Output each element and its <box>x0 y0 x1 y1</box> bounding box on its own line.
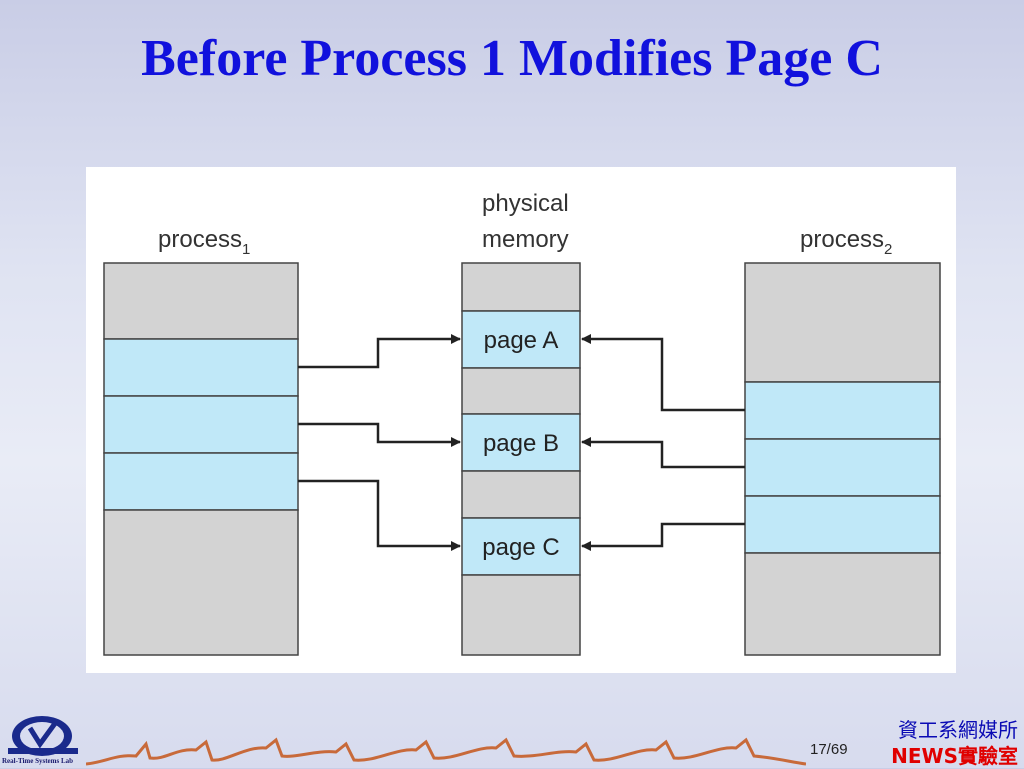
process2-unused-block <box>744 552 941 656</box>
memory-page-c <box>461 517 581 576</box>
process2-page-b-entry <box>744 438 941 497</box>
process1-label: process1 <box>158 226 250 258</box>
physical-memory-label-line2: memory <box>482 226 569 253</box>
arrow-p2-to-page-a <box>581 334 745 412</box>
process1-unused-block <box>103 262 299 340</box>
page-number: 17/69 <box>810 741 848 758</box>
logo-text: Real-Time Systems Lab <box>2 757 74 765</box>
lab-name: NEWS實驗室 <box>891 744 1018 768</box>
slide-title: Before Process 1 Modifies Page C <box>141 30 883 87</box>
skyline-banner <box>86 737 806 766</box>
physical-memory-label-line1: physical <box>482 190 569 217</box>
process1-unused-block <box>103 509 299 656</box>
process2-column <box>744 262 941 656</box>
page-c-label: page C <box>482 534 559 561</box>
memory-unused-block <box>461 262 581 312</box>
memory-unused-block <box>461 470 581 519</box>
memory-unused-block <box>461 574 581 656</box>
physical-memory-column: page A page B page C <box>461 262 581 656</box>
arrow-p2-to-page-c <box>581 522 745 551</box>
process1-page-c-entry <box>103 452 299 511</box>
arrow-p1-to-page-a <box>298 334 461 369</box>
process1-column <box>103 262 299 656</box>
process2-label: process2 <box>800 226 892 258</box>
process1-page-b-entry <box>103 395 299 454</box>
memory-unused-block <box>461 367 581 415</box>
process2-page-a-entry <box>744 381 941 440</box>
diagram-svg: process1 physical memory process2 page A… <box>103 190 941 656</box>
memory-page-b <box>461 413 581 472</box>
memory-sharing-diagram: process1 physical memory process2 page A… <box>86 167 956 673</box>
arrow-p2-to-page-b <box>581 437 745 469</box>
memory-page-a <box>461 310 581 369</box>
process1-page-a-entry <box>103 338 299 397</box>
page-a-label: page A <box>484 327 559 354</box>
process2-page-c-entry <box>744 495 941 554</box>
real-time-systems-lab-logo <box>8 716 78 756</box>
page-b-label: page B <box>483 430 559 457</box>
process2-unused-block <box>744 262 941 383</box>
department-name: 資工系網媒所 <box>898 718 1018 742</box>
arrow-p1-to-page-c <box>298 479 461 551</box>
arrow-p1-to-page-b <box>298 422 461 447</box>
